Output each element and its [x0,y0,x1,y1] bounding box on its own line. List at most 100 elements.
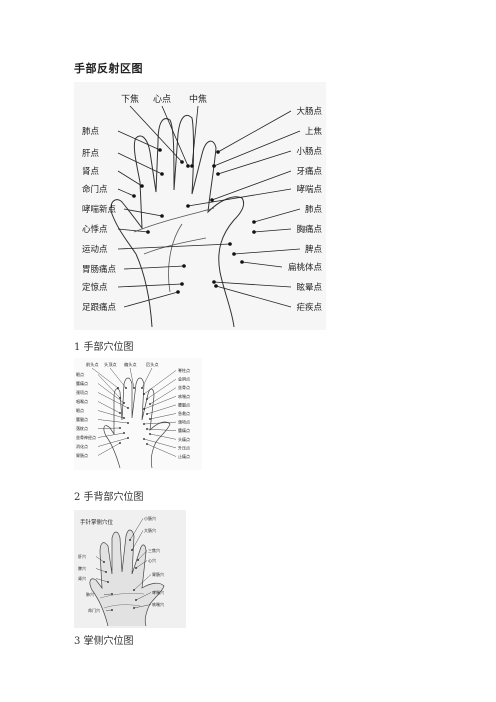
leader-line [105,609,113,611]
leader-line [143,421,177,425]
acupoint-dot [103,561,105,563]
figure2-caption: 2 手背部穴位图 [74,492,144,503]
acupoint-dot [111,609,113,611]
acupoint-dot [129,539,131,541]
leader-line [217,150,292,175]
leader-line [253,228,292,233]
leader-line [241,261,283,268]
leader-line [97,383,125,404]
acupoint-dot [125,387,127,389]
leader-line [95,556,105,563]
leader-line [133,574,152,591]
acupoint-dot [149,403,151,405]
leader-line [233,248,301,255]
acupoint-dot [252,230,256,234]
acupoint-dot [133,589,135,591]
acupoint-dot [180,282,184,286]
acupoint-label: 肺点 [82,127,100,137]
acupoint-dot [127,407,129,409]
leader-line [129,367,135,389]
acupoint-dot [252,220,256,224]
acupoint-label: 止痛点 [178,453,190,459]
hand-outline [110,114,245,328]
acupoint-label: 肝点 [82,149,100,159]
acupoint-dot [176,290,180,294]
acupoint-label: 脊柱点 [178,367,190,373]
acupoint-label: 命门穴 [88,607,100,613]
acupoint-dot [212,164,216,168]
leader-line [97,392,129,409]
leader-line [117,152,163,175]
acupoint-label: 腰腿点 [178,401,190,407]
acupoint-dot [143,423,145,425]
acupoint-dot [146,428,148,430]
acupoint-label: 肝穴 [78,553,86,559]
leader-line [97,437,129,447]
acupoint-label: 下焦 [121,93,139,105]
acupoint-dot [240,260,244,264]
leader-line [129,105,183,163]
acupoint-label: 胸痛点 [296,224,322,235]
leader-line [146,443,177,457]
leader-line [161,105,189,167]
acupoint-label: 偏头点 [124,361,137,368]
leader-line [97,442,121,456]
acupoint-dot [146,443,148,445]
acupoint-dot [186,204,190,208]
acupoint-label: 腰痛点 [178,427,190,433]
acupoint-label: 坐骨神经点 [76,434,96,440]
acupoint-label: 后头点 [146,361,159,368]
leader-line [217,110,292,153]
dorsal-hand-illustration: 前头点头顶点偏头点后头点眼点腰痛点颈项点咽喉点眼点腰腿点落枕点坐骨神经点消化点胃… [76,361,190,469]
acupoint-dot [216,150,220,154]
acupoint-dot [123,402,125,404]
acupoint-label: 腰腿点 [76,416,88,422]
leader-line [109,367,127,389]
acupoint-dot [107,581,109,583]
leader-line [97,419,129,424]
acupoint-label: 小肠穴 [144,515,156,521]
acupoint-dot [119,442,121,444]
acupoint-label: 腰痛点 [76,380,88,386]
acupoint-label: 肺穴 [86,591,94,597]
acupoint-dot [146,398,148,400]
acupoint-label: 牙痛点 [296,166,322,177]
acupoint-dot [160,214,164,218]
acupoint-dot [143,393,145,395]
leader-line [95,578,109,583]
leader-line [117,228,149,233]
acupoint-label: 肾穴 [78,575,86,581]
leader-line [103,593,113,595]
acupoint-label: 咽喉点 [76,398,88,404]
leader-line [149,433,177,440]
acupoint-label: 颈项点 [76,389,88,395]
acupoint-label: 落枕点 [76,425,88,431]
page-title: 手部反射区图 [74,62,143,75]
leader-line [146,428,177,431]
acupoint-dot [146,413,148,415]
leader-line [123,265,185,270]
acupoint-dot [111,593,113,595]
acupoint-label: 心穴 [148,557,156,563]
acupoint-dot [131,549,133,551]
leader-line [143,438,177,449]
leader-line [146,378,177,400]
leader-line [97,374,121,399]
leader-line [91,367,119,389]
acupoint-label: 咳喘穴 [152,601,164,607]
leader-line [149,387,177,405]
acupoint-dot [132,194,136,198]
leader-line [215,285,292,308]
acupoint-label: 消化点 [76,443,88,449]
leader-line [253,208,301,223]
acupoint-dot [228,242,232,246]
acupoint-label: 大肠穴 [144,527,156,533]
acupoint-label: 咳喘点 [178,393,190,399]
acupoint-label: 疟疾点 [296,302,322,313]
acupoint-label: 眼点 [76,407,84,413]
leader-line [131,530,144,551]
leader-line [123,208,163,217]
acupoint-dot [127,437,129,439]
leader-line [191,105,199,167]
